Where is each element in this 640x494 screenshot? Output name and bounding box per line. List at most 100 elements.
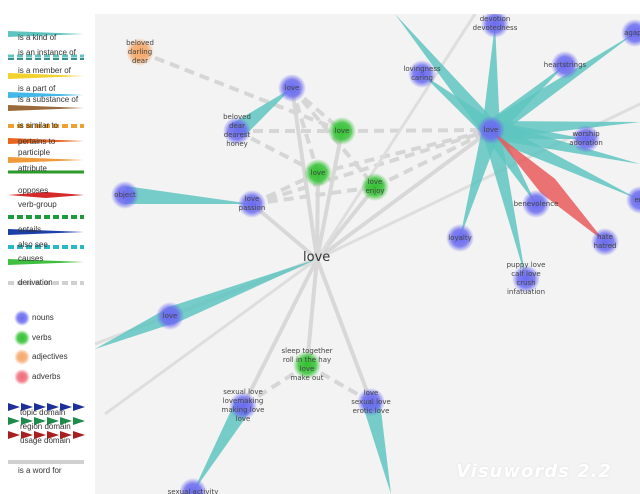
- kind-of-edge: [482, 24, 500, 131]
- word-for-edge: [315, 185, 377, 261]
- legend-swatch-member-of: [8, 73, 84, 79]
- legend-label-usage-domain: usage domain: [20, 436, 71, 445]
- app-watermark: Visuwords 2.2: [456, 461, 612, 482]
- word-for-edge: [315, 258, 373, 403]
- legend-dot-adjective: [14, 349, 30, 365]
- legend-swatch-kind-of: [8, 31, 84, 37]
- legend-label-entails: entails: [18, 225, 42, 234]
- word-for-edge: [305, 258, 319, 366]
- node-love-left[interactable]: [156, 302, 184, 330]
- legend-label-verb-group: verb-group: [18, 200, 57, 209]
- node-label: puppy love calf love crush infatuation: [506, 261, 546, 296]
- node-benevolence[interactable]: [522, 190, 550, 218]
- node-love-enjoy[interactable]: [361, 173, 389, 201]
- legend-label-opposes: opposes: [18, 186, 49, 195]
- node-beloved-dear[interactable]: [126, 38, 154, 66]
- legend-label-substance-of: is a substance of: [18, 95, 79, 104]
- node-agape[interactable]: [621, 19, 640, 47]
- legend-label-adverb: adverbs: [32, 372, 61, 381]
- kind-of-edge: [166, 259, 317, 325]
- node-puppy-love[interactable]: [512, 265, 540, 293]
- node-sexual-love-left[interactable]: [229, 392, 257, 420]
- legend-label-topic-domain: topic domain: [20, 408, 66, 417]
- node-object[interactable]: [111, 181, 139, 209]
- legend-label-word-for: is a word for: [18, 466, 62, 475]
- word-for-edge: [315, 172, 320, 260]
- legend-swatch-participle: [8, 157, 84, 163]
- derivation-edge: [305, 363, 373, 404]
- node-label: hate hatred: [593, 233, 617, 250]
- node-label: sexual activity: [167, 487, 219, 494]
- word-for-edge: [241, 258, 319, 407]
- node-emotion[interactable]: [626, 186, 640, 214]
- node-love-v2[interactable]: [304, 159, 332, 187]
- node-label: love: [483, 125, 499, 134]
- node-label: beloved darling dear: [126, 38, 154, 65]
- opposes-edge: [491, 130, 605, 242]
- node-beloved-dearest[interactable]: [223, 117, 251, 145]
- derivation-edge: [251, 185, 376, 206]
- kind-of-edge: [485, 33, 635, 138]
- legend-label-adjective: adjectives: [32, 352, 68, 361]
- derivation-edge: [251, 128, 492, 206]
- node-sexual-activity[interactable]: [179, 478, 207, 494]
- center-word[interactable]: love: [303, 250, 331, 265]
- legend-dot-adverb: [14, 369, 30, 385]
- node-love-v1[interactable]: [328, 117, 356, 145]
- nodes[interactable]: [111, 14, 640, 494]
- node-heartstrings[interactable]: [551, 51, 579, 79]
- node-hate[interactable]: [591, 228, 619, 256]
- legend-swatch-entails: [8, 229, 84, 235]
- legend-label-pertains-to: pertains to: [18, 137, 56, 146]
- legend-swatch-part-of: [8, 92, 84, 98]
- kind-of-edge: [193, 401, 251, 492]
- legend-swatch-topic-domain: [8, 403, 85, 411]
- derivation-edge: [317, 128, 492, 175]
- node-label: devotion devotedness: [472, 15, 518, 32]
- derivation-edge: [241, 363, 309, 408]
- node-love-hub[interactable]: [477, 116, 505, 144]
- legend-label-similar-to: is similar to: [18, 121, 59, 130]
- node-label: love: [284, 83, 300, 92]
- node-sexual-love-right[interactable]: [357, 388, 385, 416]
- legend-label-noun: nouns: [32, 313, 54, 322]
- legend-swatch-instance-of: [8, 54, 84, 60]
- node-label: em: [634, 195, 640, 204]
- node-devotion[interactable]: [481, 14, 509, 38]
- node-label: benevolence: [513, 199, 559, 208]
- graph-canvas[interactable]: beloved darling dear love beloved dear dea…: [95, 14, 640, 494]
- node-label: lovingness caring: [403, 65, 441, 82]
- node-label: love enjoy: [365, 178, 385, 195]
- word-for-edge: [104, 257, 318, 416]
- node-lovingness[interactable]: [408, 60, 436, 88]
- legend-label-kind-of: is a kind of: [18, 33, 57, 42]
- node-label: object: [114, 190, 136, 199]
- word-graph[interactable]: [95, 14, 640, 494]
- node-label: love: [310, 168, 326, 177]
- node-sleep-together[interactable]: [293, 351, 321, 379]
- word-for-edge: [250, 202, 319, 261]
- node-label: sexual love lovemaking making love love: [221, 388, 265, 423]
- kind-of-edge: [482, 127, 526, 279]
- node-love-passion[interactable]: [238, 190, 266, 218]
- node-label: beloved dear dearest honey: [223, 113, 251, 148]
- node-love-top[interactable]: [278, 74, 306, 102]
- legend-dot-verb: [14, 330, 30, 346]
- edges: [95, 14, 640, 494]
- word-for-edge: [315, 14, 477, 260]
- legend-swatches: [8, 31, 85, 464]
- node-label: agape: [624, 28, 640, 37]
- legend-label-causes: causes: [18, 254, 44, 263]
- node-loyalty[interactable]: [446, 224, 474, 252]
- kind-of-edge: [395, 14, 498, 136]
- legend-label-instance-of: is an instance of: [18, 48, 76, 57]
- node-label: loyalty: [448, 233, 472, 242]
- legend-swatch-region-domain: [8, 417, 85, 425]
- node-label: worship adoration: [569, 130, 603, 147]
- word-for-edge: [315, 128, 493, 261]
- kind-of-edge: [362, 400, 391, 494]
- node-label: love: [334, 126, 350, 135]
- node-label: heartstrings: [543, 60, 587, 69]
- node-worship[interactable]: [572, 125, 600, 153]
